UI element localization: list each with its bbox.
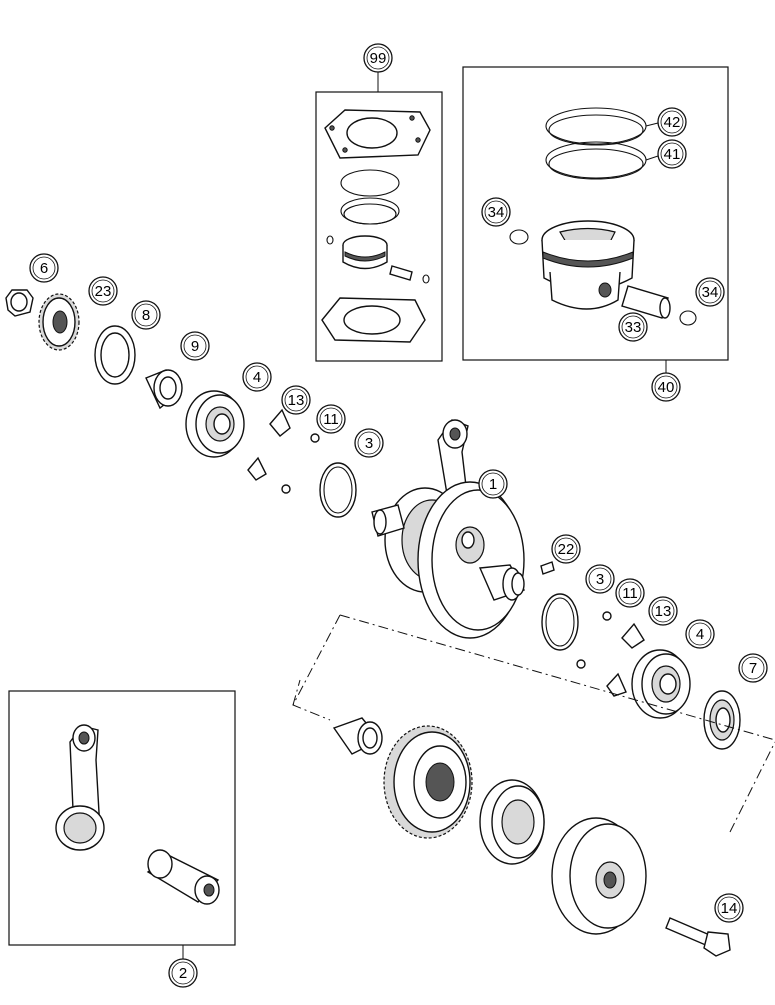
svg-text:33: 33 bbox=[625, 319, 642, 336]
callout-40: 40 bbox=[651, 372, 681, 402]
callout-11-right: 11 bbox=[615, 578, 645, 608]
left-side-parts bbox=[5, 289, 357, 518]
svg-text:7: 7 bbox=[749, 660, 757, 677]
svg-text:40: 40 bbox=[658, 379, 675, 396]
callout-8: 8 bbox=[131, 300, 161, 330]
svg-text:14: 14 bbox=[721, 900, 738, 917]
callout-23: 23 bbox=[88, 276, 118, 306]
callout-13-right: 13 bbox=[648, 596, 678, 626]
svg-text:42: 42 bbox=[664, 114, 681, 131]
crankshaft-assembly bbox=[371, 419, 526, 639]
callout-3-left: 3 bbox=[354, 428, 384, 458]
svg-text:22: 22 bbox=[558, 541, 575, 558]
callout-4-right: 4 bbox=[685, 619, 715, 649]
callout-9: 9 bbox=[180, 331, 210, 361]
callout-4-left: 4 bbox=[242, 362, 272, 392]
svg-text:3: 3 bbox=[365, 435, 373, 452]
svg-text:99: 99 bbox=[370, 50, 387, 67]
svg-text:4: 4 bbox=[696, 626, 704, 643]
svg-text:2: 2 bbox=[179, 965, 187, 982]
svg-text:13: 13 bbox=[655, 603, 672, 620]
kit-40-box bbox=[462, 66, 729, 373]
svg-text:41: 41 bbox=[664, 146, 681, 163]
svg-text:23: 23 bbox=[95, 283, 112, 300]
callout-11-left: 11 bbox=[316, 404, 346, 434]
callout-41: 41 bbox=[657, 139, 687, 169]
svg-text:9: 9 bbox=[191, 338, 199, 355]
callout-42: 42 bbox=[657, 107, 687, 137]
callout-7: 7 bbox=[738, 653, 768, 683]
callout-2: 2 bbox=[168, 958, 198, 988]
callout-99: 99 bbox=[363, 43, 393, 73]
svg-text:8: 8 bbox=[142, 307, 150, 324]
starter-drive-group bbox=[292, 614, 775, 957]
callout-6: 6 bbox=[29, 253, 59, 283]
svg-text:11: 11 bbox=[622, 585, 638, 602]
callout-33: 33 bbox=[618, 312, 648, 342]
callout-labels: 99 42 41 34 34 33 40 bbox=[29, 43, 768, 988]
svg-text:1: 1 bbox=[489, 476, 497, 493]
svg-text:13: 13 bbox=[288, 392, 305, 409]
callout-34-left: 34 bbox=[481, 197, 511, 227]
callout-13-left: 13 bbox=[281, 385, 311, 415]
svg-text:34: 34 bbox=[702, 284, 719, 301]
callout-22: 22 bbox=[551, 534, 581, 564]
svg-text:4: 4 bbox=[253, 369, 261, 386]
callout-14: 14 bbox=[714, 893, 744, 923]
svg-text:11: 11 bbox=[323, 411, 339, 428]
callout-1: 1 bbox=[478, 469, 508, 499]
right-side-parts bbox=[540, 561, 741, 750]
svg-text:3: 3 bbox=[596, 571, 604, 588]
svg-text:34: 34 bbox=[488, 204, 505, 221]
kit-2-box bbox=[8, 690, 236, 960]
callout-34-right: 34 bbox=[695, 277, 725, 307]
svg-text:6: 6 bbox=[40, 260, 48, 277]
callout-3-right: 3 bbox=[585, 564, 615, 594]
kit-99-box bbox=[315, 72, 443, 362]
